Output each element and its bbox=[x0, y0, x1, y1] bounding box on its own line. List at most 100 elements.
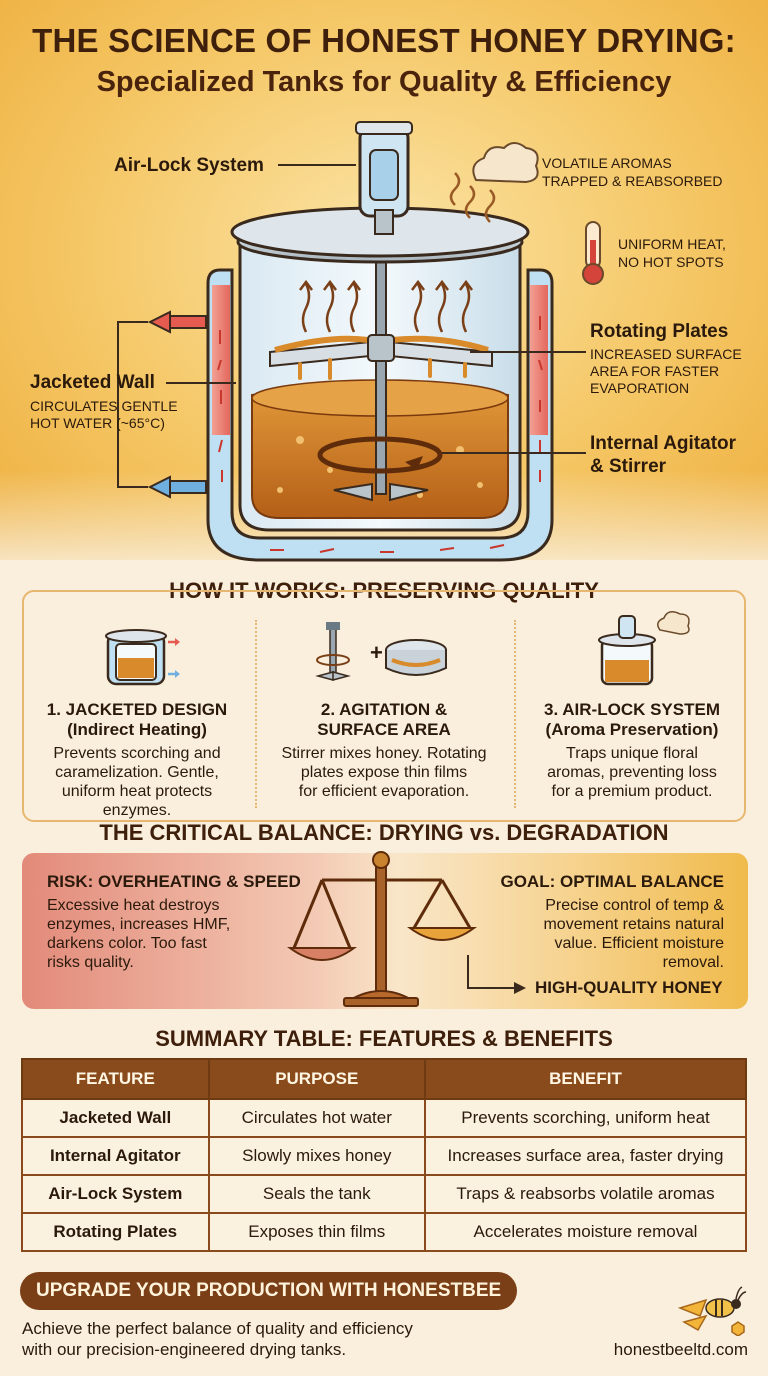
column-body-line: for efficient evaporation. bbox=[298, 783, 470, 800]
result-label: HIGH-QUALITY HONEY bbox=[535, 978, 723, 997]
table-cell-benefit: Prevents scorching, uniform heat bbox=[423, 1098, 748, 1138]
balance-title: THE CRITICAL BALANCE: DRYING vs. DEGRADA… bbox=[99, 820, 669, 845]
table-header-row: FEATURE PURPOSE BENEFIT bbox=[21, 1058, 748, 1100]
column-divider bbox=[514, 620, 516, 808]
table-cell-purpose: Exposes thin films bbox=[207, 1212, 426, 1252]
goal-body: Precise control of temp & movement retai… bbox=[504, 896, 724, 972]
column-heading: 2. AGITATION & bbox=[320, 700, 448, 719]
wall-desc-line1: CIRCULATES GENTLE bbox=[30, 398, 178, 414]
upgrade-banner[interactable]: UPGRADE YOUR PRODUCTION WITH HONESTBEE bbox=[20, 1272, 518, 1310]
table-cell-benefit: Accelerates moisture removal bbox=[423, 1212, 748, 1252]
page-subtitle: Specialized Tanks for Quality & Efficien… bbox=[96, 66, 672, 98]
table-row: Internal Agitator Slowly mixes honey Inc… bbox=[21, 1136, 748, 1176]
column-heading: 3. AIR-LOCK SYSTEM bbox=[544, 700, 720, 719]
hot-water-inlet-arrow bbox=[147, 310, 207, 334]
goal-body-line: movement retains natural bbox=[543, 916, 724, 933]
wall-bracket bbox=[117, 321, 148, 488]
flow-indicators bbox=[217, 316, 543, 553]
agitator-title-line1: Internal Agitator bbox=[590, 433, 737, 454]
cta-text: Achieve the perfect balance of quality a… bbox=[22, 1318, 542, 1360]
table-row: Jacketed Wall Circulates hot water Preve… bbox=[21, 1098, 748, 1138]
risk-body-line: enzymes, increases HMF, bbox=[47, 916, 231, 933]
agitation-icon: + bbox=[315, 622, 447, 681]
goal-body-line: value. Efficient moisture bbox=[554, 935, 724, 952]
column-body: Stirrer mixes honey. Rotating plates exp… bbox=[264, 744, 504, 801]
how-icons: + bbox=[105, 611, 690, 686]
how-column-agitation: 2. AGITATION & SURFACE AREA Stirrer mixe… bbox=[264, 700, 504, 801]
honeybee-logo-icon bbox=[677, 1286, 747, 1336]
air-lock-device bbox=[355, 121, 413, 235]
aromas-label-line1: VOLATILE AROMAS bbox=[542, 155, 672, 171]
table-cell-purpose: Circulates hot water bbox=[207, 1098, 426, 1138]
goal-body-line: Precise control of temp & bbox=[545, 897, 724, 914]
scale-icon bbox=[286, 851, 526, 1007]
table-cell-purpose: Seals the tank bbox=[207, 1174, 426, 1214]
column-subheading: SURFACE AREA bbox=[317, 720, 451, 739]
table-row: Air-Lock System Seals the tank Traps & r… bbox=[21, 1174, 748, 1214]
table-cell-feature: Internal Agitator bbox=[21, 1136, 210, 1176]
heat-label-line2: NO HOT SPOTS bbox=[618, 254, 724, 270]
column-subheading: (Aroma Preservation) bbox=[545, 720, 719, 739]
table-cell-benefit: Increases surface area, faster drying bbox=[423, 1136, 748, 1176]
column-header: FEATURE bbox=[21, 1058, 210, 1100]
jacketed-design-icon bbox=[105, 629, 180, 686]
agitator-title-line2: & Stirrer bbox=[590, 456, 667, 477]
summary-table: FEATURE PURPOSE BENEFIT Jacketed Wall Ci… bbox=[21, 1058, 748, 1252]
how-it-works-box bbox=[22, 590, 746, 822]
risk-body-line: risks quality. bbox=[47, 954, 134, 971]
column-divider bbox=[255, 620, 257, 808]
thermometer-icon bbox=[582, 221, 604, 285]
aromas-label-line2: TRAPPED & REABSORBED bbox=[542, 173, 723, 189]
cool-water-outlet-arrow bbox=[147, 475, 207, 499]
wall-title: Jacketed Wall bbox=[30, 372, 155, 393]
cta-line: Achieve the perfect balance of quality a… bbox=[22, 1319, 413, 1338]
cta-line: with our precision-engineered drying tan… bbox=[22, 1340, 347, 1359]
plates-desc-line3: EVAPORATION bbox=[590, 380, 690, 396]
goal-heading: GOAL: OPTIMAL BALANCE bbox=[500, 872, 724, 891]
plates-title: Rotating Plates bbox=[590, 321, 729, 342]
risk-body-line: darkens color. Too fast bbox=[47, 935, 207, 952]
how-column-jacketed: 1. JACKETED DESIGN (Indirect Heating) Pr… bbox=[17, 700, 257, 820]
column-header: BENEFIT bbox=[423, 1058, 748, 1100]
table-cell-feature: Air-Lock System bbox=[21, 1174, 210, 1214]
column-heading: 1. JACKETED DESIGN bbox=[46, 700, 228, 719]
column-body-line: for a premium product. bbox=[551, 783, 713, 800]
column-body-line: Prevents scorching and bbox=[53, 745, 221, 762]
how-column-airlock: 3. AIR-LOCK SYSTEM (Aroma Preservation) … bbox=[512, 700, 752, 801]
table-cell-feature: Rotating Plates bbox=[21, 1212, 210, 1252]
column-body-line: Traps unique floral bbox=[566, 745, 698, 762]
page-title: THE SCIENCE OF HONEST HONEY DRYING: bbox=[32, 22, 736, 59]
column-body-line: enzymes. bbox=[102, 802, 172, 819]
column-body-line: caramelization. Gentle, bbox=[55, 764, 219, 781]
table-cell-feature: Jacketed Wall bbox=[21, 1098, 210, 1138]
risk-heading: RISK: OVERHEATING & SPEED bbox=[47, 872, 301, 891]
column-body-line: Stirrer mixes honey. Rotating bbox=[281, 745, 487, 762]
column-header: PURPOSE bbox=[207, 1058, 426, 1100]
website-link[interactable]: honestbeeltd.com bbox=[613, 1340, 748, 1359]
table-row: Rotating Plates Exposes thin films Accel… bbox=[21, 1212, 748, 1252]
wall-desc-line2: HOT WATER (~65°C) bbox=[30, 415, 165, 431]
aroma-cloud-icon bbox=[449, 142, 539, 223]
leader-lines bbox=[166, 164, 586, 454]
plates-desc-line1: INCREASED SURFACE bbox=[590, 346, 742, 362]
table-cell-benefit: Traps & reabsorbs volatile aromas bbox=[423, 1174, 748, 1214]
steam-arrows bbox=[299, 279, 473, 333]
column-body: Prevents scorching and caramelization. G… bbox=[17, 744, 257, 820]
column-body: Traps unique floral aromas, preventing l… bbox=[512, 744, 752, 801]
summary-title: SUMMARY TABLE: FEATURES & BENEFITS bbox=[155, 1026, 613, 1051]
column-body-line: uniform heat protects bbox=[61, 783, 213, 800]
risk-body: Excessive heat destroys enzymes, increas… bbox=[47, 896, 287, 972]
goal-body-line: removal. bbox=[662, 954, 724, 971]
column-body-line: plates expose thin films bbox=[300, 764, 468, 781]
table-cell-purpose: Slowly mixes honey bbox=[207, 1136, 426, 1176]
risk-body-line: Excessive heat destroys bbox=[47, 897, 220, 914]
rotating-plates bbox=[269, 335, 493, 380]
svg-text:+: + bbox=[370, 640, 383, 665]
airlock-label: Air-Lock System bbox=[114, 155, 264, 176]
agitator bbox=[317, 231, 443, 502]
heat-label-line1: UNIFORM HEAT, bbox=[618, 236, 726, 252]
plates-desc-line2: AREA FOR FASTER bbox=[590, 363, 720, 379]
air-lock-system-icon bbox=[598, 611, 690, 686]
column-subheading: (Indirect Heating) bbox=[67, 720, 207, 739]
